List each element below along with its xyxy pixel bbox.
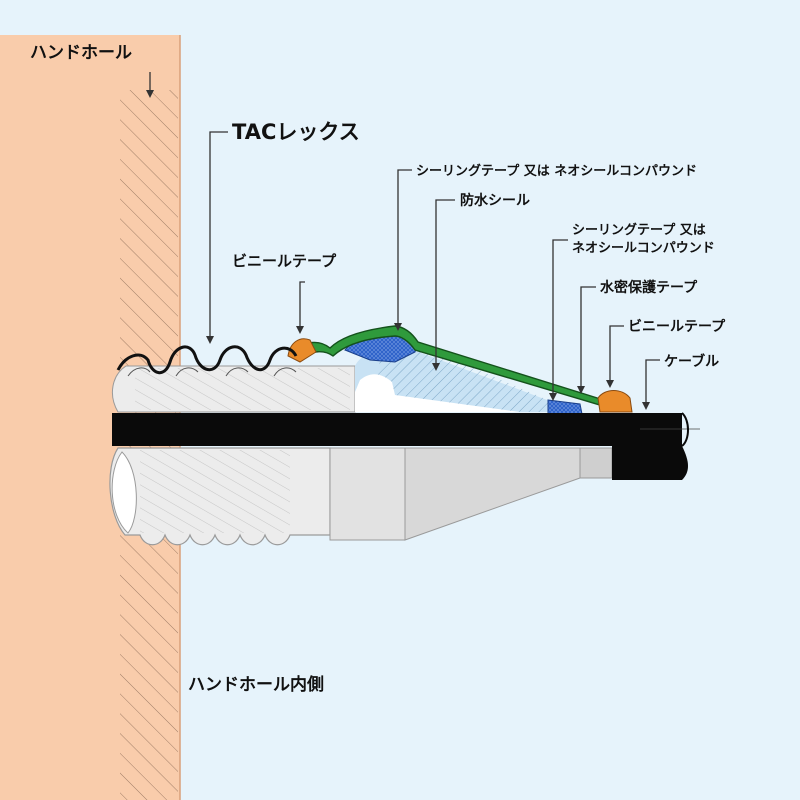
tac-rex-corrugation — [116, 345, 298, 375]
arrow-handhole — [146, 90, 154, 98]
arrow-cable — [642, 402, 650, 410]
leader-tac-rex — [209, 131, 228, 338]
cable — [112, 412, 700, 480]
label-sealing-compound-line2: ネオシールコンパウンド — [572, 241, 715, 256]
leader-sealing-compound-right — [552, 239, 568, 395]
arrow-vinyl-tape-right — [606, 380, 614, 388]
label-waterproof-seal: 防水シール — [460, 192, 530, 209]
arrow-watertight-tape — [577, 386, 585, 394]
leader-waterproof-seal — [435, 199, 455, 365]
label-sealing-compound-top: シーリングテープ 又は ネオシールコンパウンド — [416, 163, 697, 179]
tac-rex-conduit-lower — [109, 447, 613, 546]
arrow-waterproof-seal — [432, 363, 440, 371]
label-tac-rex: TACレックス — [232, 120, 360, 144]
label-sealing-compound-line1: シーリングテープ 又は — [572, 222, 706, 238]
vinyl-tape-right — [597, 390, 633, 413]
arrow-vinyl-tape-left — [296, 326, 304, 334]
leader-vinyl-tape-right — [609, 325, 624, 382]
leader-sealing-compound-top — [397, 169, 412, 325]
leader-vinyl-tape-left — [299, 281, 305, 328]
sealing-compound-right — [547, 399, 583, 415]
arrow-tac-rex — [206, 336, 214, 344]
leader-watertight-tape — [580, 286, 596, 388]
label-watertight-protection-tape: 水密保護テープ — [600, 279, 698, 296]
tac-rex-corrugation-inner — [127, 367, 297, 377]
arrow-sealing-compound-right — [549, 393, 557, 401]
label-handhole-inside: ハンドホール内側 — [188, 674, 324, 695]
label-vinyl-tape-left: ビニールテープ — [232, 252, 337, 270]
waterproof-seal-hatch — [370, 345, 555, 412]
label-cable: ケーブル — [664, 353, 719, 370]
arrow-sealing-compound-top — [394, 323, 402, 331]
label-handhole: ハンドホール — [30, 43, 132, 63]
tac-rex-conduit-upper — [111, 365, 356, 413]
leader-cable — [645, 359, 660, 404]
white-gap — [355, 374, 520, 412]
label-vinyl-tape-right: ビニールテープ — [628, 319, 726, 335]
